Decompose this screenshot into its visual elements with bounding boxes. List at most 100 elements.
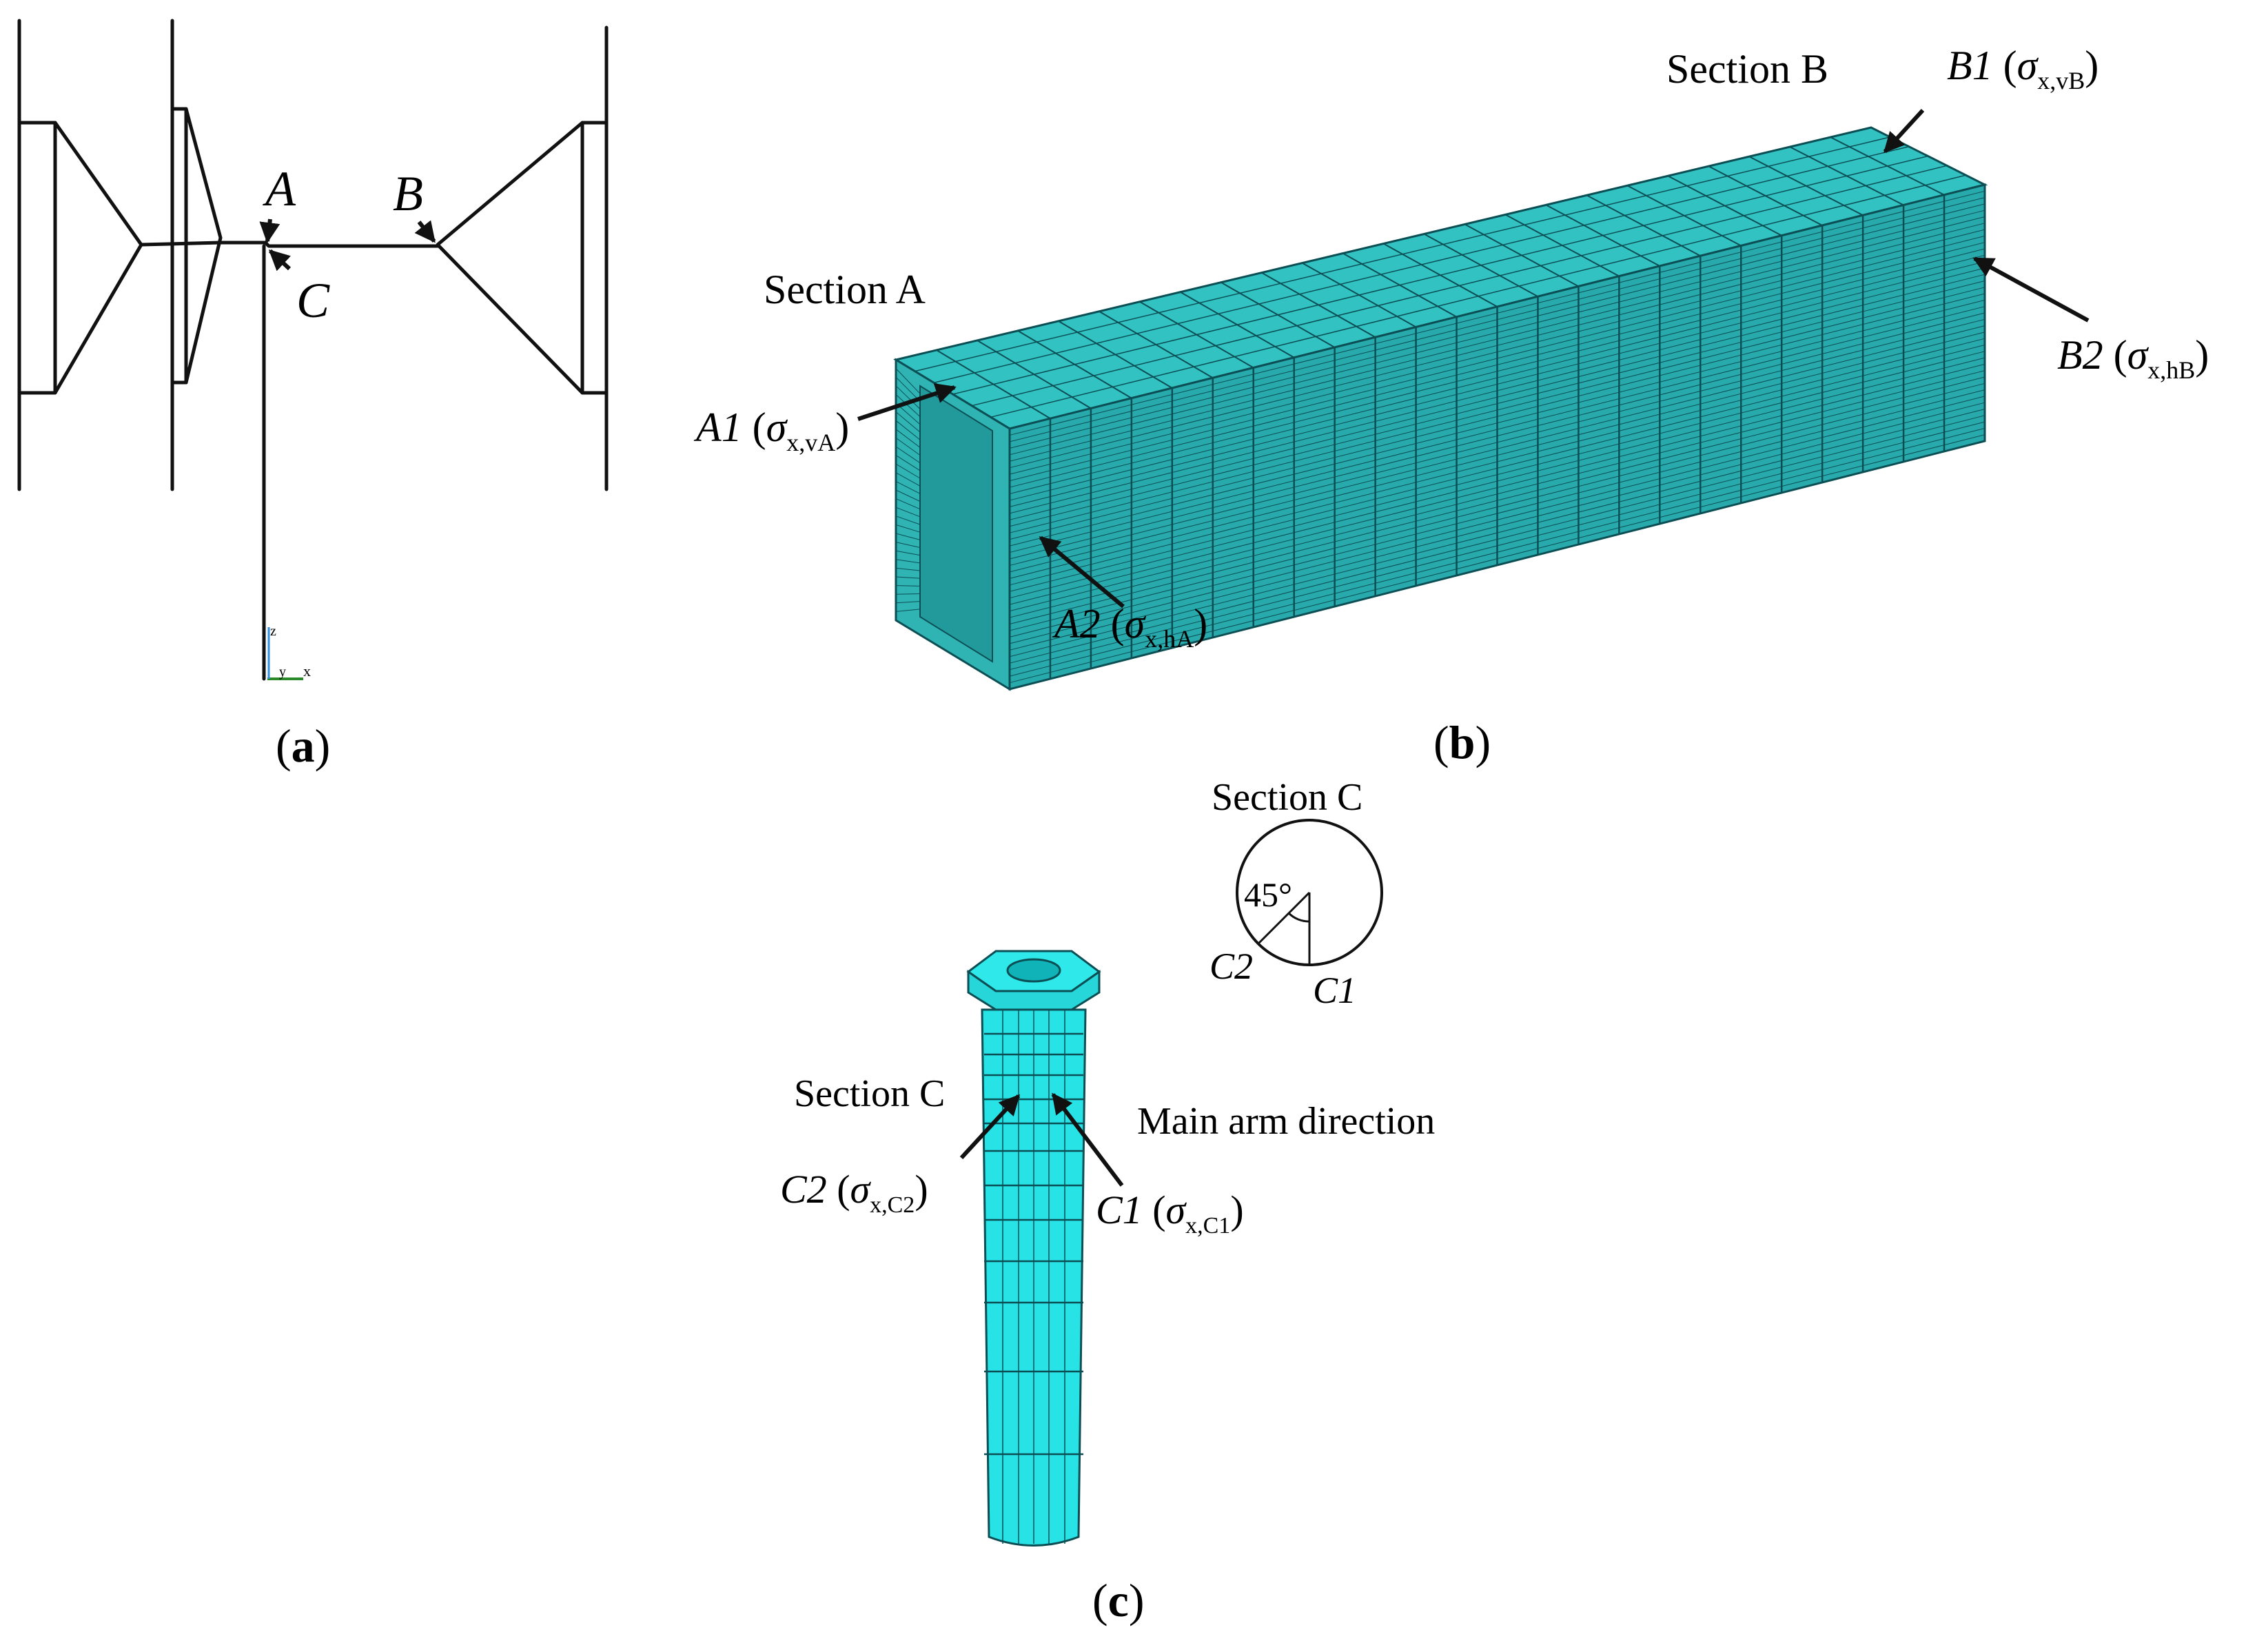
beam-end-mesh-row	[895, 385, 921, 409]
beam-side-mesh-row	[1009, 402, 1985, 651]
beam-top-mesh-row	[915, 136, 1890, 372]
beam-side-mesh-row	[1009, 287, 1985, 533]
arrow-B1	[1883, 108, 1925, 154]
angle-label: 45°	[1244, 875, 1292, 914]
beam-side-mesh-row	[1009, 197, 1985, 442]
column-mesh-lines	[984, 1010, 1083, 1544]
beam-mesh-lines	[895, 136, 1985, 684]
column-cap-side	[967, 970, 1101, 1011]
beam-end-mesh-row	[895, 463, 921, 479]
beam-end-mesh-row	[895, 480, 921, 494]
beam-end-mesh-row	[895, 420, 921, 440]
wire-middle-frame	[170, 107, 223, 385]
beam-side-mesh-row	[1009, 325, 1985, 573]
beam-end-hollow	[919, 385, 993, 663]
beam-top-mesh-row	[990, 174, 1966, 418]
beam-end-mesh-row	[895, 601, 921, 604]
section-c-top-label: Section C	[1212, 776, 1362, 819]
beam-side-mesh-row	[1009, 421, 1985, 671]
c2-point-label: C2	[1209, 946, 1253, 987]
beam-end-mesh-row	[895, 567, 921, 571]
beam-top-mesh-row	[933, 145, 1910, 384]
caption-a: (a)	[276, 720, 330, 772]
caption-c: (c)	[1092, 1574, 1145, 1626]
beam-end-mesh-row	[895, 550, 921, 556]
beam-side-mesh-row	[1009, 299, 1985, 547]
panel-b-box-beam: Section A Section B A1 (σx,vA) A2 (σx,hA…	[693, 43, 2209, 768]
beam-side-mesh-row	[1009, 293, 1985, 540]
panel-c-column: Section C 45° C2 C1 Section C Main arm d…	[780, 776, 1435, 1626]
beam-end-mesh-row	[895, 516, 921, 525]
arrow-B2	[1972, 256, 2090, 323]
wire-left-frame	[17, 121, 143, 395]
beam-end-mesh-row	[895, 394, 921, 418]
beam-top-mesh-row	[952, 155, 1928, 395]
beam-end-mesh-row	[895, 411, 921, 433]
beam-side-mesh-row	[1009, 363, 1985, 612]
beam-side-mesh-row	[1009, 223, 1985, 469]
arrow-A1	[857, 383, 957, 421]
label-A1: A1 (σx,vA)	[693, 405, 849, 456]
label-B1: B1 (σx,vB)	[1947, 43, 2099, 94]
label-C1: C1 (σx,C1)	[1096, 1187, 1244, 1238]
beam-end-mesh-row	[895, 524, 921, 533]
arrow-C2	[959, 1094, 1021, 1160]
beam-side-mesh-row	[1009, 345, 1985, 592]
angle-arc	[1287, 912, 1310, 923]
caption-b: (b)	[1433, 716, 1491, 768]
beam-side-mesh-row	[1009, 312, 1985, 560]
beam-side-mesh-row	[1009, 383, 1985, 631]
beam-end-mesh-row	[895, 446, 921, 464]
arrow-C1	[1051, 1092, 1124, 1187]
beam-side-mesh-row	[1009, 254, 1985, 501]
panel-a-wireframe: z y x A C B (a)	[17, 19, 609, 772]
beam-end-mesh-row	[895, 455, 921, 471]
beam-side-mesh-row	[1009, 274, 1985, 520]
column-bore	[1006, 958, 1061, 983]
beam-side-mesh-row	[1009, 190, 1985, 436]
beam-side-mesh-row	[1009, 427, 1985, 677]
arrow-A	[259, 218, 280, 243]
beam-side-mesh-row	[1009, 229, 1985, 475]
beam-end-mesh-row	[895, 429, 921, 448]
beam-side-mesh-row	[1009, 434, 1985, 684]
main-arm-label: Main arm direction	[1137, 1100, 1435, 1143]
beam-end-mesh-row	[895, 376, 921, 402]
axis-y-glyph: y	[279, 664, 286, 680]
beam-end-mesh-row	[895, 585, 921, 587]
beam-side-mesh-row	[1009, 281, 1985, 527]
beam-side-mesh-row	[1009, 318, 1985, 566]
beam-end-mesh-row	[895, 498, 921, 510]
beam-side-mesh-row	[1009, 267, 1985, 514]
beam-side-mesh-row	[1009, 203, 1985, 449]
beam-side-mesh-row	[1009, 306, 1985, 553]
beam-side-mesh-row	[1009, 235, 1985, 482]
beam-side-mesh-row	[1009, 389, 1985, 638]
beam-side-mesh-row	[1009, 338, 1985, 586]
beam-side-mesh-row	[1009, 409, 1985, 657]
beam-side-mesh-row	[1009, 261, 1985, 507]
label-A2: A2 (σx,hA)	[1052, 601, 1207, 653]
beam-end-mesh-row	[895, 559, 921, 564]
beam-end-mesh-row	[895, 576, 921, 579]
beam-end-mesh-row	[895, 437, 921, 456]
beam-side-mesh-row	[1009, 376, 1985, 624]
axis-x-glyph: x	[303, 662, 311, 680]
section-c-side-label: Section C	[794, 1072, 945, 1115]
beam-side-mesh-row	[1009, 357, 1985, 605]
beam-side-mesh-row	[1009, 370, 1985, 618]
axis-z-glyph: z	[270, 624, 276, 639]
label-C2: C2 (σx,C2)	[780, 1167, 928, 1218]
beam-end-mesh-row	[895, 472, 921, 487]
section-c-radius-c2	[1257, 891, 1311, 945]
beam-end-mesh-row	[895, 368, 921, 394]
label-A: A	[263, 161, 296, 216]
beam-end-mesh-row	[895, 489, 921, 502]
beam-side-mesh-row	[1009, 396, 1985, 644]
label-C: C	[296, 273, 330, 328]
c1-point-label: C1	[1313, 970, 1356, 1011]
beam-end-mesh-row	[895, 507, 921, 518]
beam-side-mesh-row	[1009, 210, 1985, 456]
